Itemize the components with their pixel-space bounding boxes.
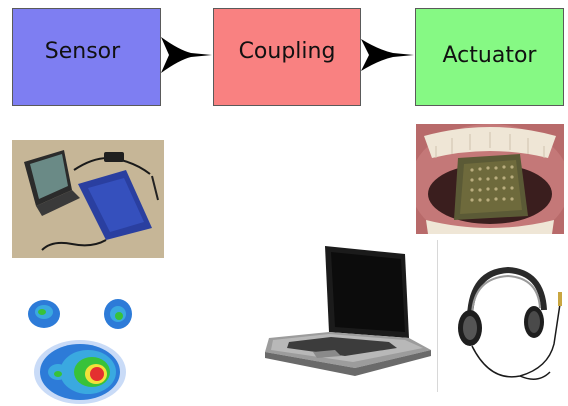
sensor-label: Sensor xyxy=(44,38,121,64)
pressure-sensor-pad-photo xyxy=(12,140,164,258)
tongue-display-photo xyxy=(416,124,564,234)
divider xyxy=(437,240,438,392)
actuator-box: Actuator xyxy=(415,8,564,106)
actuator-label: Actuator xyxy=(442,42,537,68)
headphones-photo xyxy=(450,264,568,390)
pressure-heatmap xyxy=(22,292,140,406)
arrow-coupling-to-actuator xyxy=(361,39,414,71)
arrow-sensor-to-coupling xyxy=(161,37,212,73)
sensor-box: Sensor xyxy=(12,8,161,106)
coupling-box: Coupling xyxy=(213,8,361,106)
laptop-photo xyxy=(259,242,435,390)
coupling-label: Coupling xyxy=(238,38,336,64)
